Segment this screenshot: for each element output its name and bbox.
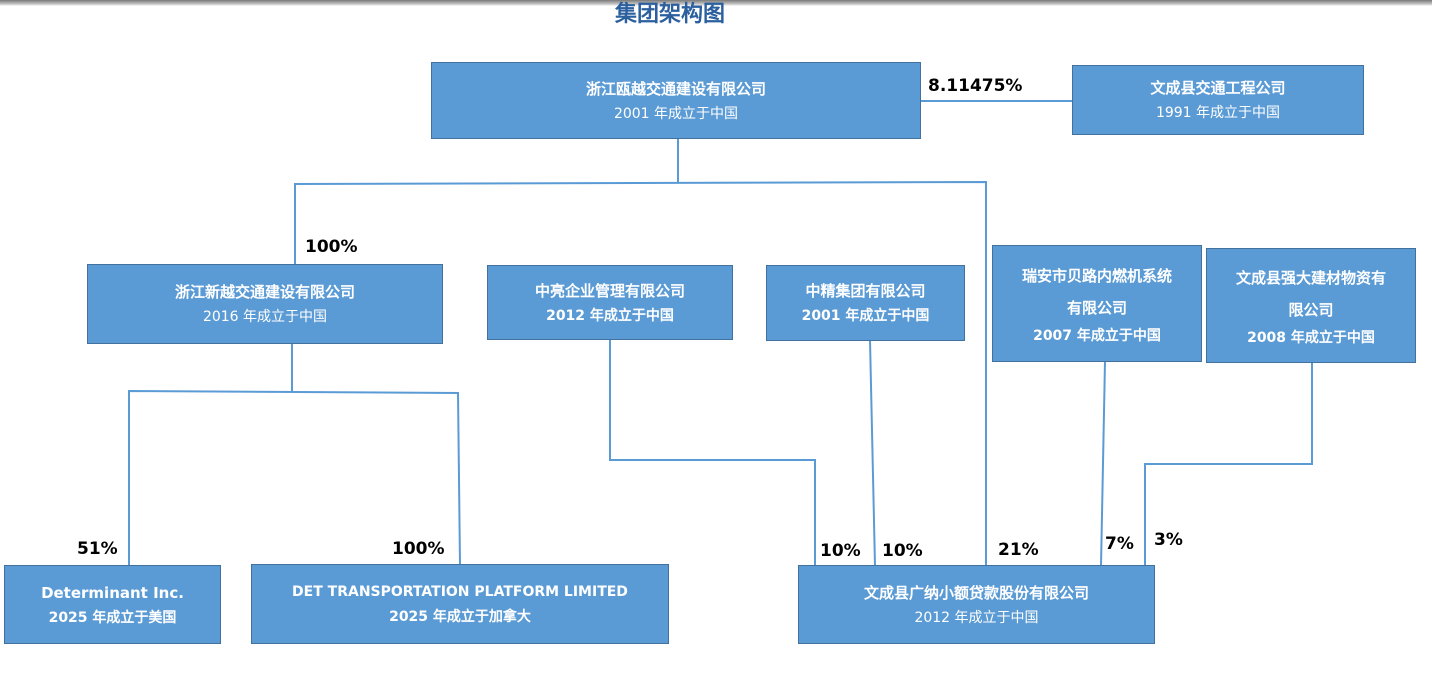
- node-guangna-founded: 2012 年成立于中国: [914, 609, 1039, 626]
- window-top-border: [0, 0, 1432, 6]
- node-zhongjing-name: 中精集团有限公司: [805, 282, 926, 300]
- node-determinant-name: Determinant Inc.: [41, 583, 184, 602]
- connector-zhongliang-guangna: [609, 339, 816, 566]
- node-qiangda-name-line2: 限公司: [1288, 300, 1334, 319]
- pct-ouyue-guangna: 21%: [998, 540, 1039, 560]
- pct-zhongliang-guangna: 10%: [820, 541, 861, 561]
- node-qiangda-founded: 2008 年成立于中国: [1247, 329, 1375, 346]
- node-wencheng-traffic-name: 文成县交通工程公司: [1150, 79, 1286, 97]
- node-ruian-name-line2: 有限公司: [1066, 298, 1127, 317]
- node-ouyue-founded: 2001 年成立于中国: [613, 105, 739, 122]
- connector-zhongjing-guangna: [869, 339, 876, 567]
- node-zhongjing-founded: 2001 年成立于中国: [801, 308, 930, 324]
- node-xinyue: 浙江新越交通建设有限公司 2016 年成立于中国: [87, 264, 443, 344]
- connector-ouyue-branch: [294, 180, 987, 566]
- node-determinant-founded: 2025 年成立于美国: [48, 609, 177, 626]
- node-zhongliang: 中亮企业管理有限公司 2012 年成立于中国: [487, 265, 733, 340]
- node-xinyue-name: 浙江新越交通建设有限公司: [174, 283, 355, 301]
- node-ruian: 瑞安市贝路内燃机系统 有限公司 2007 年成立于中国: [992, 245, 1202, 362]
- node-zhongjing: 中精集团有限公司 2001 年成立于中国: [766, 265, 965, 341]
- node-zhongliang-founded: 2012 年成立于中国: [546, 307, 674, 324]
- node-zhongliang-name: 中亮企业管理有限公司: [534, 281, 685, 300]
- pct-qiangda-guangna: 3%: [1154, 530, 1183, 550]
- node-ruian-name-line1: 瑞安市贝路内燃机系统: [1021, 266, 1172, 285]
- node-guangna-name: 文成县广纳小额贷款股份有限公司: [863, 583, 1089, 602]
- node-wencheng-traffic-founded: 1991 年成立于中国: [1155, 105, 1281, 121]
- node-ouyue-name: 浙江瓯越交通建设有限公司: [585, 79, 766, 98]
- pct-zhongjing-guangna: 10%: [882, 541, 923, 561]
- node-ouyue: 浙江瓯越交通建设有限公司 2001 年成立于中国: [431, 62, 921, 139]
- pct-ruian-guangna: 7%: [1105, 534, 1134, 554]
- node-det-platform-founded: 2025 年成立于加拿大: [389, 609, 531, 625]
- node-determinant: Determinant Inc. 2025 年成立于美国: [4, 565, 221, 644]
- node-guangna: 文成县广纳小额贷款股份有限公司 2012 年成立于中国: [798, 565, 1155, 644]
- diagram-title: 集团架构图: [614, 2, 725, 27]
- node-qiangda: 文成县强大建材物资有 限公司 2008 年成立于中国: [1206, 248, 1416, 363]
- node-ruian-founded: 2007 年成立于中国: [1033, 327, 1161, 344]
- pct-ouyue-xinyue: 100%: [305, 237, 358, 257]
- node-det-platform-name: DET TRANSPORTATION PLATFORM LIMITED: [292, 584, 628, 600]
- connector-xinyue-branch: [128, 389, 461, 566]
- pct-xinyue-determinant: 51%: [77, 539, 118, 559]
- pct-ouyue-traffic: 8.11475%: [928, 76, 1023, 96]
- connector-qiangda-guangna: [1144, 362, 1313, 566]
- pct-xinyue-det-platform: 100%: [392, 539, 445, 559]
- node-det-platform: DET TRANSPORTATION PLATFORM LIMITED 2025…: [251, 564, 669, 644]
- node-qiangda-name-line1: 文成县强大建材物资有: [1235, 268, 1386, 287]
- connector-ruian-guangna: [1100, 360, 1106, 567]
- node-xinyue-founded: 2016 年成立于中国: [202, 309, 328, 325]
- node-wencheng-traffic: 文成县交通工程公司 1991 年成立于中国: [1072, 65, 1364, 135]
